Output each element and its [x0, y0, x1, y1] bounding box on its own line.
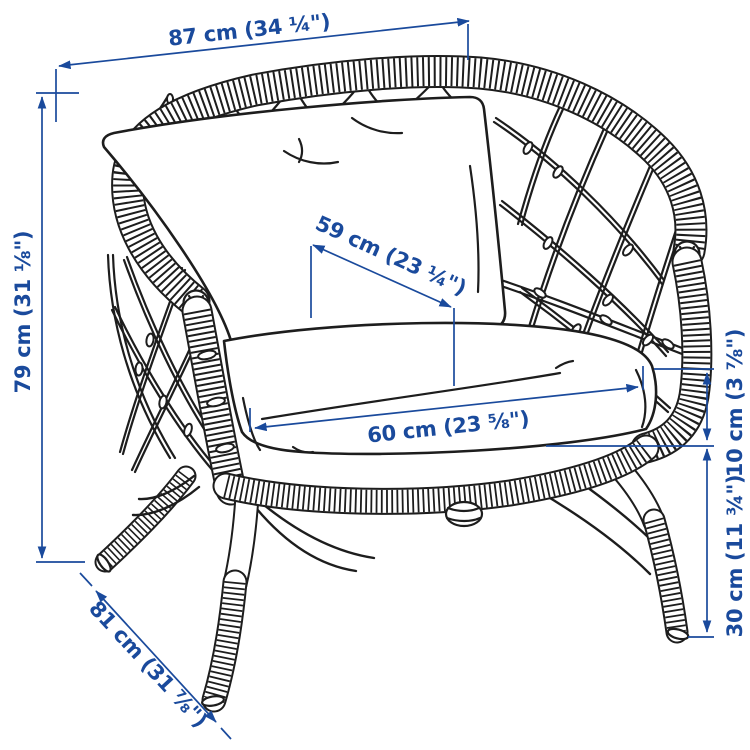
- front-right-leg: [616, 464, 677, 632]
- dim-overall-depth: 81 cm (31 ⅞"): [79, 572, 232, 740]
- back-left-leg: [105, 476, 201, 562]
- overall-depth-label: 81 cm (31 ⅞"): [84, 596, 212, 732]
- left-arm-post: [197, 311, 235, 490]
- leg-height-label: 30 cm (11 ¾"): [723, 475, 747, 638]
- frame-knob: [444, 500, 484, 528]
- seat-frame-rim: [226, 448, 646, 501]
- dim-leg-height: 30 cm (11 ¾"): [688, 448, 747, 638]
- right-arm-post: [646, 262, 697, 448]
- overall-height-label: 79 cm (31 ⅛"): [11, 231, 35, 394]
- dim-overall-height: 79 cm (31 ⅛"): [11, 92, 85, 563]
- dimension-line: [58, 17, 470, 70]
- extension-line: [220, 727, 232, 740]
- front-left-leg: [214, 496, 247, 700]
- dimension-line: [312, 244, 452, 308]
- dimension-line: [95, 590, 217, 723]
- dim-cushion-thickness: 10 cm (3 ⅞"): [546, 329, 747, 477]
- cushion-thickness-label: 10 cm (3 ⅞"): [723, 329, 747, 477]
- extension-line: [79, 572, 93, 587]
- dimension-line: [254, 383, 639, 432]
